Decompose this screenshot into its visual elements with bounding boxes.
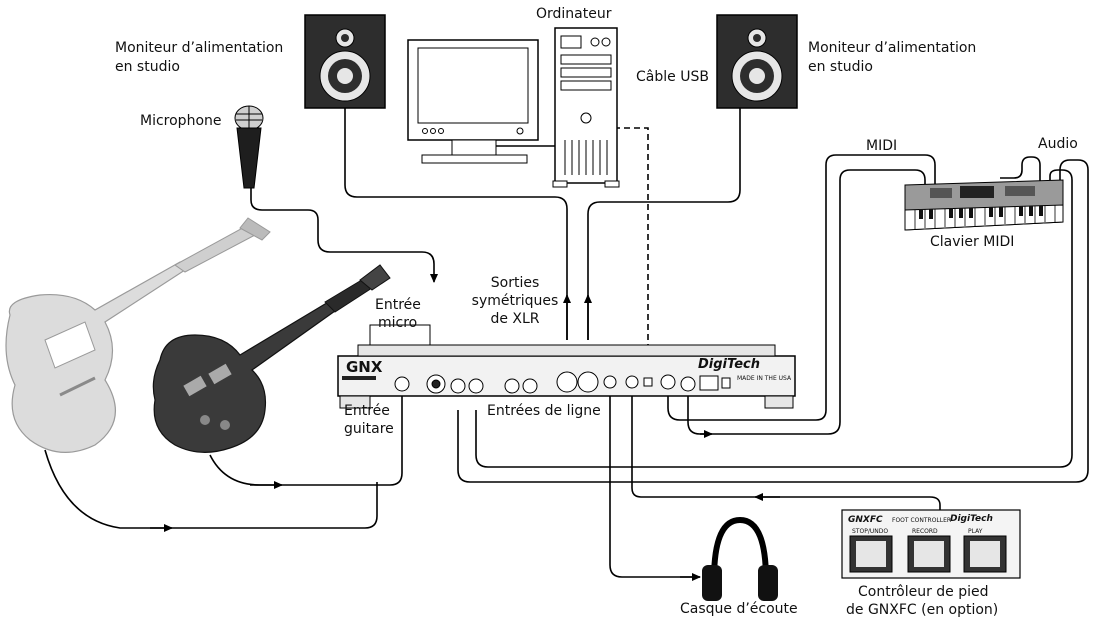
label-moniteur-right-2: en studio [808, 59, 873, 75]
gnxfc-subtitle: FOOT CONTROLLER [892, 517, 951, 524]
label-controleur-1: Contrôleur de pied [858, 584, 989, 600]
computer-monitor [407, 39, 539, 164]
usb-cable [614, 127, 649, 375]
label-entree-micro-2: micro [378, 315, 417, 331]
headphones-icon [702, 516, 778, 601]
audio-cable-outer [457, 159, 1089, 483]
gnxfc-foot-controller: GNXFC FOOT CONTROLLER DigiTech STOP/UNDO… [841, 509, 1021, 579]
label-casque: Casque d’écoute [680, 601, 798, 617]
cables [44, 108, 1089, 581]
gnx-jacks [394, 371, 731, 394]
label-moniteur-left-2: en studio [115, 59, 180, 75]
keyboard-keys [914, 205, 1056, 229]
label-sorties-1: Sorties [491, 275, 540, 291]
audio-cable-left [1000, 156, 1041, 182]
label-entrees-ligne: Entrées de ligne [487, 403, 601, 419]
bass-guitar-icon [5, 217, 271, 454]
microphone-icon [234, 105, 264, 189]
audio-cable-inner [475, 169, 1073, 468]
midi-cable-out [667, 154, 936, 421]
label-controleur-2: de GNXFC (en option) [846, 602, 998, 618]
gnxfc-button-record: RECORD [912, 528, 938, 535]
midi-cable-in [687, 169, 926, 435]
mic-cable [250, 188, 438, 283]
headphones-cable [609, 385, 700, 578]
label-audio: Audio [1038, 136, 1078, 152]
computer-tower [552, 27, 620, 188]
guitar-cable [209, 395, 403, 486]
label-moniteur-right-1: Moniteur d’alimentation [808, 40, 976, 56]
gnx-unit: GNX DigiTech MADE IN THE USA [337, 324, 796, 409]
gnx-model-label: GNX [346, 358, 383, 376]
label-midi: MIDI [866, 138, 897, 154]
electric-guitar-icon [152, 264, 391, 453]
gnxfc-button-play: PLAY [968, 528, 983, 535]
label-entree-micro-1: Entrée [375, 297, 421, 313]
studio-monitor-left [304, 14, 386, 109]
label-cable-usb: Câble USB [636, 69, 709, 85]
label-microphone: Microphone [140, 113, 222, 129]
gnx-brand-label: DigiTech [698, 357, 760, 372]
bass-cable [44, 449, 378, 529]
label-clavier-midi: Clavier MIDI [930, 234, 1014, 250]
gnxfc-model-label: GNXFC [848, 515, 883, 525]
label-moniteur-left-1: Moniteur d’alimentation [115, 40, 283, 56]
left-monitor-cable [344, 108, 568, 340]
midi-keyboard-icon [904, 179, 1064, 231]
label-sorties-3: de XLR [490, 311, 539, 327]
label-ordinateur: Ordinateur [536, 6, 612, 22]
label-sorties-2: symétriques [472, 293, 559, 309]
gnx-made-in-label: MADE IN THE USA [737, 375, 792, 382]
studio-monitor-right [716, 14, 798, 109]
gnxfc-brand-label: DigiTech [950, 514, 993, 524]
footcontroller-cable [631, 385, 941, 510]
right-monitor-cable [587, 108, 741, 340]
label-entree-guitare-2: guitare [344, 421, 394, 437]
gnxfc-button-stop: STOP/UNDO [852, 528, 888, 535]
label-entree-guitare-1: Entrée [344, 403, 390, 419]
